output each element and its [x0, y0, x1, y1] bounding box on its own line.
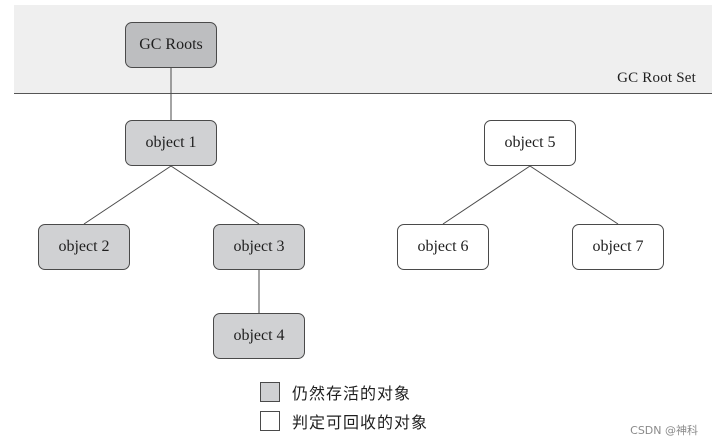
- gc-root-set-label: GC Root Set: [617, 70, 696, 86]
- object-5-node: object 5: [484, 120, 576, 166]
- object-3-node: object 3: [213, 224, 305, 270]
- legend-label-collectable: 判定可回收的对象: [292, 413, 429, 432]
- object-2-node: object 2: [38, 224, 130, 270]
- legend-item-collectable: 判定可回收的对象: [260, 409, 428, 433]
- link-object1-to-object3: [170, 165, 260, 225]
- watermark: CSDN @神科: [630, 424, 698, 437]
- legend-label-alive: 仍然存活的对象: [292, 384, 412, 403]
- gc-roots-node: GC Roots: [125, 22, 217, 68]
- legend-swatch-alive: [260, 382, 280, 402]
- link-object5-to-object6: [442, 165, 531, 225]
- link-object5-to-object7: [529, 165, 619, 225]
- gc-root-set-divider: [14, 93, 712, 94]
- legend-item-alive: 仍然存活的对象: [260, 380, 428, 404]
- object-1-node: object 1: [125, 120, 217, 166]
- object-4-node: object 4: [213, 313, 305, 359]
- object-6-node: object 6: [397, 224, 489, 270]
- legend-swatch-collectable: [260, 411, 280, 431]
- legend: 仍然存活的对象 判定可回收的对象: [260, 380, 428, 438]
- link-object1-to-object2: [83, 165, 172, 225]
- object-7-node: object 7: [572, 224, 664, 270]
